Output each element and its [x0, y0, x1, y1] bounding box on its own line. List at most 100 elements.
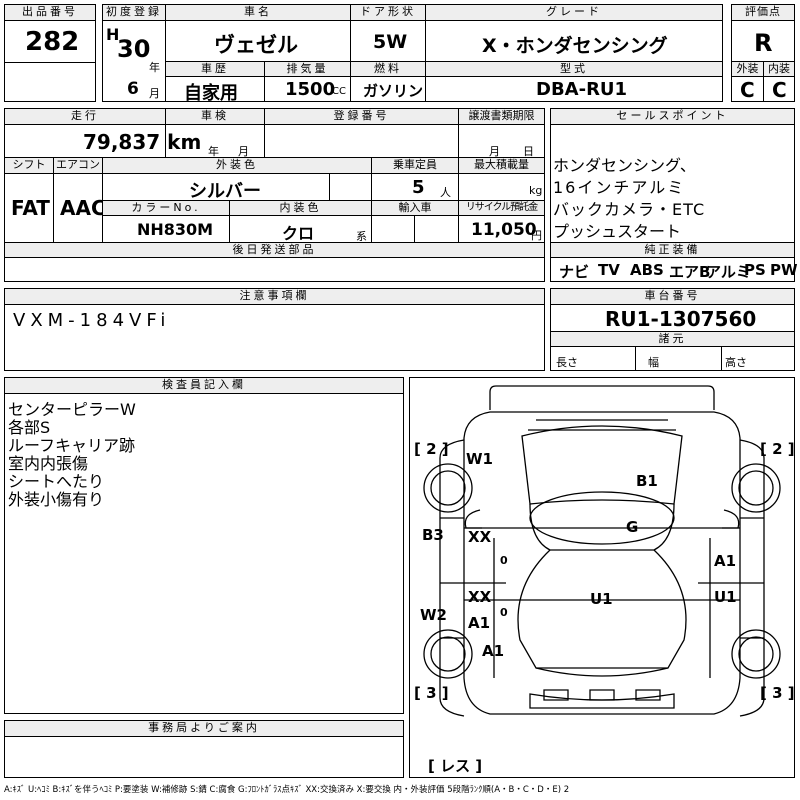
ext-color: シルバー — [189, 181, 261, 202]
genuine-equipment-label: 純正装備 — [550, 242, 795, 258]
recycle-cell: 11,050 円 — [458, 215, 545, 243]
transfer-deadline-cell: 月 日 — [458, 124, 545, 158]
shift-label: シフト — [4, 157, 54, 174]
lot-number-blank — [4, 62, 96, 102]
equipment-item: PS — [744, 261, 766, 279]
max-load-label: 最大積載量 — [458, 157, 545, 174]
import-label: 輸入車 — [371, 200, 459, 216]
damage-mark: B3 — [422, 526, 444, 544]
damage-mark: A1 — [714, 552, 736, 570]
office-label: 事務局よりご案内 — [4, 720, 404, 737]
model-code-label: 型式 — [425, 61, 723, 77]
displacement-label: 排気量 — [264, 61, 351, 77]
grade-label: グレード — [425, 4, 723, 21]
lot-number-cell: 282 — [4, 20, 96, 63]
capacity-cell: 5 人 — [371, 173, 459, 201]
transfer-deadline-label: 譲渡書類期限 — [458, 108, 545, 125]
first-registration-cell: H 30 年 6 月 — [102, 20, 166, 102]
equipment-item: エアB — [669, 263, 711, 281]
mileage: 79,837 km — [83, 130, 202, 154]
inspector-note: センターピラーW — [8, 400, 136, 419]
history-label: 車歴 — [165, 61, 265, 77]
mileage-cell: 79,837 km — [4, 124, 201, 158]
damage-mark: 0 — [500, 554, 508, 567]
fuel-label: 燃料 — [350, 61, 426, 77]
interior-score-cell: C — [763, 76, 795, 102]
door-type: 5W — [373, 31, 408, 53]
car-diagram: [ 2 ] [ 2 ] [ 3 ] [ 3 ] [ レス ] W1 B1 G B… — [414, 385, 795, 775]
registration-month: 6 — [127, 79, 139, 99]
later-parts-cell — [4, 257, 545, 282]
caution-cell: VXM-184VFi — [4, 304, 545, 371]
recycle-label: リサイクル預託金 — [458, 200, 545, 216]
caution-label: 注意事項欄 — [4, 288, 545, 305]
inspector-note: 外装小傷有り — [8, 490, 105, 509]
lot-number: 282 — [25, 27, 80, 57]
shift: FAT — [11, 196, 50, 220]
exterior-score-cell: C — [731, 76, 764, 102]
damage-mark: A1 — [482, 642, 504, 660]
inspection-label: 車検 — [165, 108, 265, 125]
overall-score: R — [754, 29, 773, 57]
int-color-label: 内装色 — [229, 200, 372, 216]
damage-mark: XX — [468, 528, 492, 546]
car-name-label: 車名 — [165, 4, 351, 21]
capacity-label: 乗車定員 — [371, 157, 459, 174]
score-cell: R — [731, 20, 795, 62]
ext-color-label: 外装色 — [102, 157, 372, 174]
int-color: クロ — [282, 224, 315, 243]
first-registration-label: 初度登録 — [102, 4, 166, 21]
sales-points-label: セールスポイント — [550, 108, 795, 125]
color-no-cell: NH830M — [102, 215, 230, 243]
tyre-rear-right-label: [ 3 ] — [760, 684, 794, 702]
interior-score: C — [772, 78, 787, 102]
max-load-cell: kg — [458, 173, 545, 201]
grade: X・ホンダセンシング — [482, 35, 668, 57]
later-parts-label: 後日発送部品 — [4, 242, 545, 258]
office-cell — [4, 736, 404, 778]
era: H — [106, 25, 120, 44]
damage-mark: XX — [468, 588, 492, 606]
damage-mark: U1 — [590, 590, 613, 608]
recycle-fee: 11,050 — [471, 220, 537, 240]
chassis-number: RU1-1307560 — [605, 307, 757, 331]
equipment-item: ナビ — [559, 263, 590, 281]
reg-number-label: 登録番号 — [264, 108, 459, 125]
reg-number-cell — [264, 124, 459, 158]
model-code-cell: DBA-RU1 — [425, 76, 723, 102]
damage-mark: A1 — [468, 614, 490, 632]
tyre-front-left-label: [ 2 ] — [414, 440, 449, 458]
equipment-item: アルミ — [706, 263, 751, 281]
spare-tyre-label: [ レス ] — [428, 757, 482, 775]
capacity: 5 — [412, 177, 425, 198]
ext-color-extra — [329, 173, 372, 201]
registration-year: 30 — [117, 35, 151, 63]
exterior-score: C — [740, 78, 755, 102]
genuine-equipment-cell: ナビ TV ABS エアB アルミ PS PW — [550, 257, 798, 282]
car-front-outline — [489, 385, 715, 410]
equipment-item: PW — [770, 261, 798, 279]
damage-mark: W2 — [420, 606, 447, 624]
sales-point: バックカメラ・ETC — [553, 200, 706, 219]
damage-mark: B1 — [636, 472, 658, 490]
chassis-cell: RU1-1307560 — [550, 304, 795, 332]
aircon: AAC — [60, 196, 106, 220]
aircon-label: エアコン — [53, 157, 103, 174]
color-no-label: カラーNo. — [102, 200, 230, 216]
height-cell: 高さ — [721, 346, 795, 371]
inspector-note: ルーフキャリア跡 — [8, 436, 136, 455]
import-cell-1 — [371, 215, 415, 243]
aircon-cell: AAC — [53, 173, 106, 243]
chassis-label: 車台番号 — [550, 288, 795, 305]
damage-mark: G — [626, 518, 638, 536]
car-name-cell: ヴェゼル — [165, 20, 351, 62]
inspector-note: 室内内張傷 — [8, 454, 89, 473]
int-color-cell: クロ 系 — [229, 215, 372, 243]
tyre-rear-left-label: [ 3 ] — [414, 684, 449, 702]
damage-diagram: [ 2 ] [ 2 ] [ 3 ] [ 3 ] [ レス ] W1 B1 G B… — [409, 377, 795, 778]
import-cell-2 — [414, 215, 459, 243]
damage-legend: A:ｷｽﾞ U:ﾍｺﾐ B:ｷｽﾞを伴うﾍｺﾐ P:要塗装 W:補修跡 S:錆 … — [4, 785, 570, 795]
history: 自家用 — [184, 83, 238, 104]
displacement-cell: 1500 CC — [264, 76, 351, 102]
roof-outline — [529, 491, 675, 545]
